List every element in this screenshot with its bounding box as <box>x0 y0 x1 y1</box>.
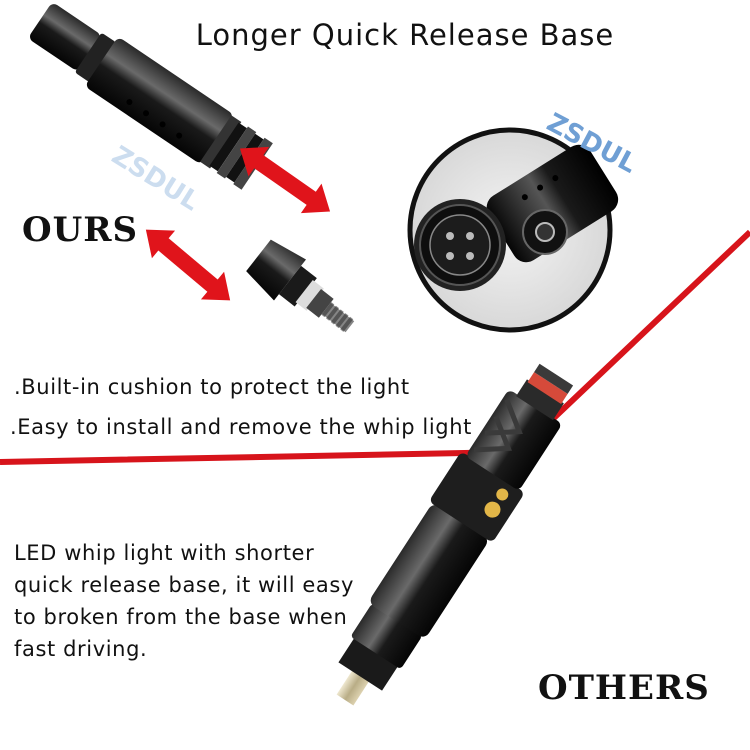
ours-connector-bolt <box>246 239 355 333</box>
others-description-line: quick release base, it will easy <box>14 573 354 597</box>
connector-detail-lens <box>407 127 619 333</box>
ours-label: OURS <box>22 210 139 250</box>
double-arrow-upper <box>239 146 331 214</box>
double-arrow-lower <box>145 229 231 301</box>
others-description-line: fast driving. <box>14 637 148 661</box>
page-title: Longer Quick Release Base <box>195 18 615 52</box>
others-short-base-whip <box>336 363 574 706</box>
others-description-line: LED whip light with shorter <box>14 541 315 565</box>
others-description-line: to broken from the base when <box>14 605 348 629</box>
ours-feature-install: .Easy to install and remove the whip lig… <box>10 415 472 439</box>
others-description: LED whip light with shorter quick releas… <box>14 537 384 665</box>
others-label: OTHERS <box>538 668 710 708</box>
ours-feature-cushion: .Built-in cushion to protect the light <box>14 375 410 399</box>
